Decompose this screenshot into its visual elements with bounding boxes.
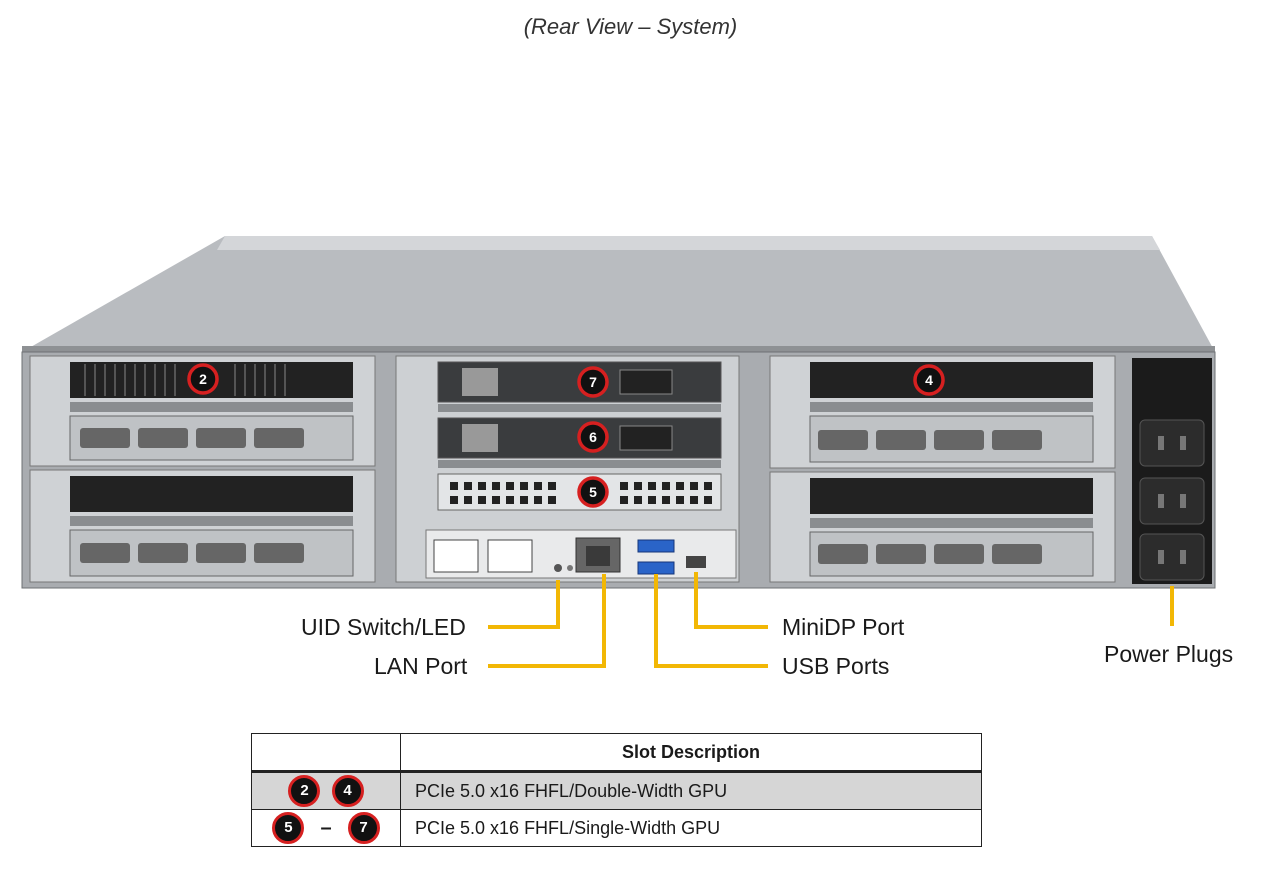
slot-badge: 7 (347, 812, 380, 844)
range-dash: – (320, 816, 332, 839)
table-cell-slots: 5 – 7 (251, 809, 401, 847)
lan-callout-line (488, 574, 606, 668)
slot-badge-7: 7 (577, 366, 609, 398)
slot-badge-5-text: 5 (589, 484, 597, 500)
table-header-slot-description: Slot Description (400, 733, 982, 773)
usb-port-top (637, 539, 675, 553)
slot-badge-5: 5 (577, 476, 609, 508)
lan-port-label: LAN Port (374, 653, 468, 679)
table-cell-slots: 2 4 (251, 771, 401, 810)
slot-badge-4-text: 4 (925, 372, 933, 388)
slot-badge-6-text: 6 (589, 429, 597, 445)
center-io-module (395, 355, 740, 583)
power-plug-1 (1139, 419, 1205, 467)
power-supply-stack (1132, 358, 1212, 584)
power-plug-3 (1139, 533, 1205, 581)
gpu-bay-right-bottom (769, 471, 1116, 583)
power-plug-2 (1139, 477, 1205, 525)
minidp-port (686, 556, 706, 568)
minidp-port-label: MiniDP Port (782, 614, 905, 640)
slot-badge: 2 (288, 775, 321, 807)
slot-badge-4: 4 (913, 364, 945, 396)
slot-badge-6: 6 (577, 421, 609, 453)
uid-callout-line (488, 580, 560, 629)
table-header-blank (251, 733, 401, 773)
chassis-top (22, 236, 1215, 352)
usb-ports-label: USB Ports (782, 653, 890, 679)
slot-badge: 4 (331, 775, 364, 807)
slot-badge: 5 (272, 812, 305, 844)
usb-port-bottom (637, 561, 675, 575)
gpu-bay-right-top (769, 355, 1116, 469)
minidp-callout-line (694, 572, 768, 629)
table-header-row: Slot Description (251, 733, 982, 773)
table-cell-description: PCIe 5.0 x16 FHFL/Double-Width GPU (400, 771, 982, 810)
slot-badge-7-text: 7 (589, 374, 597, 390)
figure-caption: (Rear View – System) (523, 14, 738, 39)
uid-led (554, 564, 562, 572)
table-cell-description: PCIe 5.0 x16 FHFL/Single-Width GPU (400, 809, 982, 847)
gpu-bay-left-bottom (29, 469, 376, 583)
power-plugs-label: Power Plugs (1104, 641, 1234, 667)
slot-badge-2: 2 (187, 363, 219, 395)
slot-badge-2-text: 2 (199, 371, 207, 387)
table-row: 2 4 PCIe 5.0 x16 FHFL/Double-Width GPU (251, 771, 982, 810)
callout-lines (488, 572, 1174, 668)
usb-callout-line (654, 574, 768, 668)
uid-switch-label: UID Switch/LED (301, 614, 466, 640)
table-row: 5 – 7 PCIe 5.0 x16 FHFL/Single-Width GPU (251, 809, 982, 847)
slot-description-table: Slot Description 2 4 PCIe 5.0 x16 FHFL/D… (251, 733, 982, 847)
